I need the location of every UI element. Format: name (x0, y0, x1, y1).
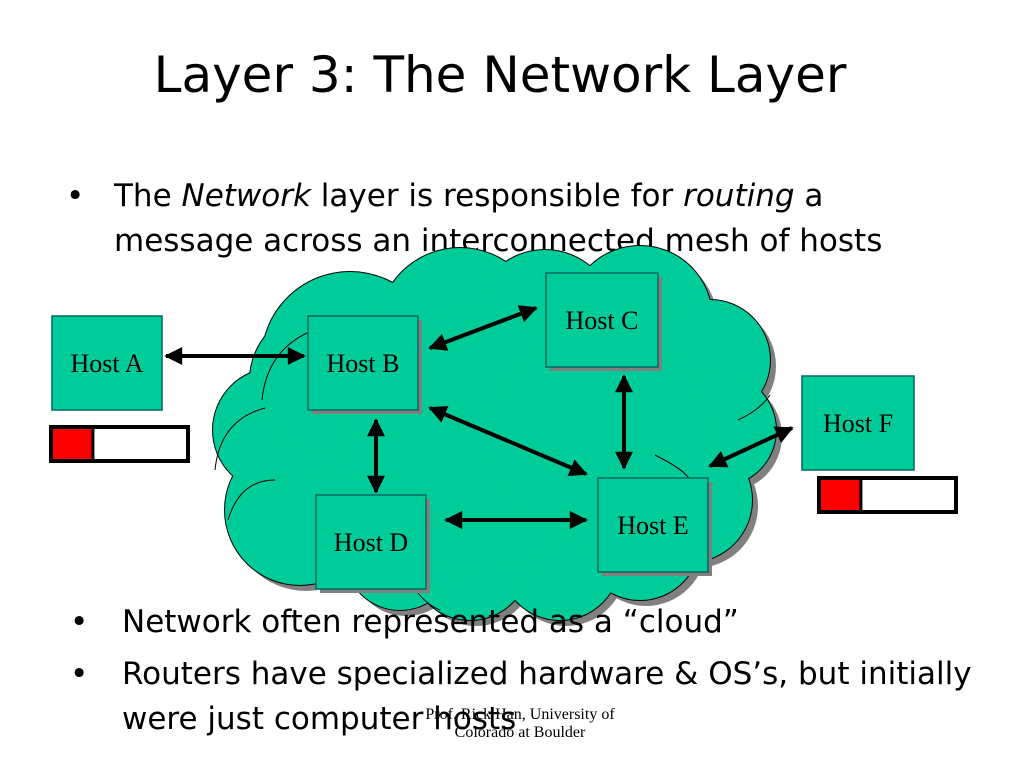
slide-title: Layer 3: The Network Layer (153, 46, 847, 104)
host-label: Host D (334, 528, 408, 557)
host-box (307, 315, 419, 411)
footer-line-2: Colorado at Boulder (454, 724, 586, 741)
text-run: The (114, 178, 182, 214)
queue-fill (53, 429, 93, 459)
link-b-c (428, 305, 538, 351)
queue-fill (821, 480, 861, 510)
host-label: Host B (327, 349, 400, 378)
host-a: Host A (51, 315, 163, 411)
host-label: Host C (566, 306, 639, 335)
link-b-e (428, 406, 588, 476)
text-run-italic-network: Network (181, 178, 311, 214)
cloud-scallop (737, 394, 771, 421)
queues (49, 425, 958, 514)
host-box (545, 272, 659, 368)
host-box (597, 477, 709, 573)
footer-line-1: Prof. Rick Han, University of (425, 706, 615, 723)
bullet-text: Routers have specialized hardware & OS’s… (122, 656, 972, 737)
slide-footer: Prof. Rick Han, University of Colorado a… (380, 706, 660, 742)
host-label: Host E (617, 511, 689, 540)
host-label: Host A (71, 349, 144, 378)
host-f: Host F (801, 375, 915, 471)
host-e: Host E (597, 477, 712, 576)
text-run: layer is responsible for (310, 178, 684, 214)
queue-host-a (49, 425, 190, 463)
host-d: Host D (315, 494, 430, 593)
bullet-dot: • (66, 178, 85, 214)
link-e-f (708, 426, 794, 468)
links (164, 305, 794, 529)
host-label: Host F (823, 409, 893, 438)
bullet-text: The Network layer is responsible for rou… (114, 174, 964, 264)
bullet-dot: • (70, 656, 89, 692)
host-box (315, 494, 427, 590)
text-run-italic-routing: routing (683, 178, 795, 214)
queue-host-f (817, 476, 958, 514)
host-box (801, 375, 915, 471)
cloud-scallop (214, 407, 266, 471)
bullet-dot: • (70, 604, 89, 640)
hosts: Host A Host B Host C Host D Host E Host F (51, 272, 915, 593)
cloud-scallop (227, 479, 276, 521)
bullet-text: Network often represented as a “cloud” (122, 604, 739, 640)
text-run: a message across an interconnected mesh … (114, 178, 883, 259)
host-box (51, 315, 163, 411)
host-b: Host B (307, 315, 422, 414)
host-c: Host C (545, 272, 662, 371)
